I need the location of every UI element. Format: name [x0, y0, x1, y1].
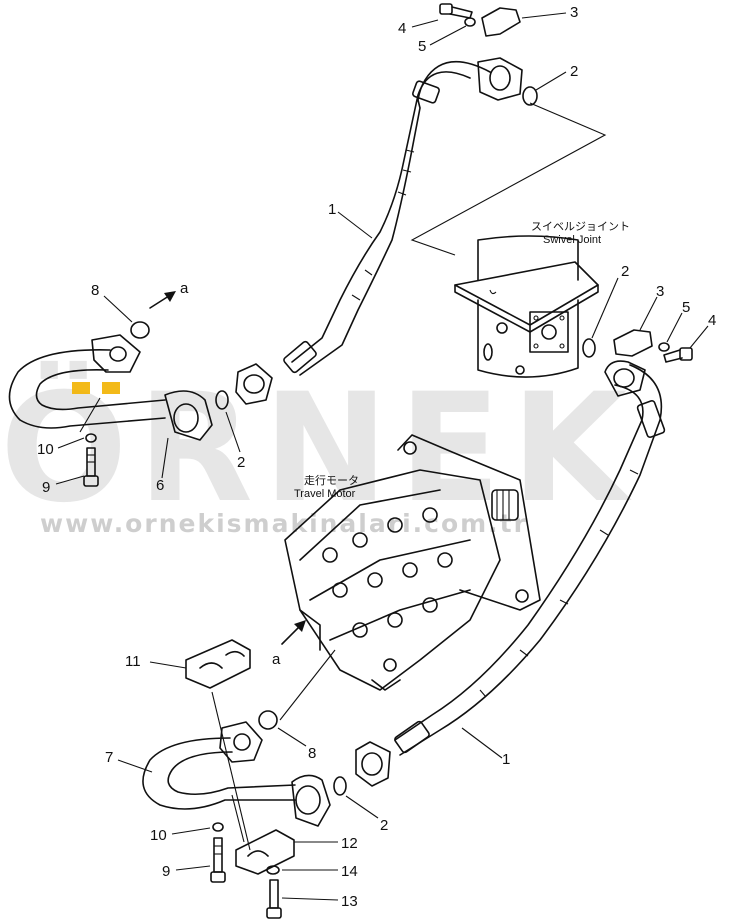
bolt-9-top	[83, 447, 99, 487]
swivel-joint	[410, 102, 607, 378]
hose-upper	[235, 57, 523, 405]
callout-3-top: 3	[570, 4, 578, 21]
bolt-9-bottom	[210, 837, 226, 883]
callout-1-upper: 1	[328, 201, 336, 218]
arrow-a-mid	[281, 620, 306, 645]
clamp-upper-11	[185, 639, 251, 689]
callout-13: 13	[341, 893, 358, 910]
callout-4-top: 4	[398, 20, 406, 37]
callout-1-lower: 1	[502, 751, 510, 768]
half-flange-3-right	[613, 329, 653, 357]
washer-5-top	[464, 17, 476, 27]
elbow-tube-lower	[142, 721, 331, 827]
callout-3-right: 3	[656, 283, 664, 300]
o-ring-2-top	[522, 86, 538, 106]
callout-5-right: 5	[682, 299, 690, 316]
washer-10-bottom	[212, 822, 224, 832]
hose-lower	[355, 360, 666, 787]
arrow-a-top-label: a	[180, 280, 189, 297]
watermark-url: www.ornekismakinalari.com.tr	[40, 509, 528, 538]
callout-2-mid: 2	[237, 454, 245, 471]
o-ring-2-bottom	[333, 776, 347, 796]
travel-motor	[284, 434, 541, 691]
swivel-joint-label-jp: スイベルジョイント	[531, 221, 630, 233]
callout-10-bottom: 10	[150, 827, 167, 844]
travel-motor-label-jp: 走行モータ	[304, 474, 359, 487]
callout-7: 7	[105, 749, 113, 766]
callout-8-bottom: 8	[308, 745, 316, 762]
travel-motor-label-en: Travel Motor	[294, 488, 356, 500]
callout-8-top: 8	[91, 282, 99, 299]
half-flange-3-top	[481, 7, 521, 37]
clamp-lower-12	[235, 829, 295, 875]
o-ring-8-top	[130, 321, 150, 339]
callout-14: 14	[341, 863, 358, 880]
watermark-accent-mark	[102, 382, 120, 394]
callout-6: 6	[156, 477, 164, 494]
callout-9-top: 9	[42, 479, 50, 496]
callout-10-top: 10	[37, 441, 54, 458]
callout-4-right: 4	[708, 312, 716, 329]
bolt-4-top	[439, 3, 473, 19]
bolt-4-right	[663, 347, 693, 363]
o-ring-8-bottom	[258, 710, 278, 730]
washer-14	[266, 865, 280, 875]
callout-2-top: 2	[570, 63, 578, 80]
callout-9-bottom: 9	[162, 863, 170, 880]
washer-5-right	[658, 342, 670, 352]
o-ring-2-mid	[215, 390, 229, 410]
callout-2-right: 2	[621, 263, 629, 280]
leader-lines	[55, 12, 709, 901]
watermark: ÖRNEK www.ornekismakinalari.com.tr	[0, 360, 627, 538]
arrow-a-mid-label: a	[272, 651, 281, 668]
bolt-13	[266, 879, 282, 919]
elbow-tube-upper	[8, 334, 213, 441]
callout-2-bottom: 2	[380, 817, 388, 834]
washer-10-top	[85, 433, 97, 443]
watermark-accent-mark	[72, 382, 90, 394]
o-ring-2-right	[582, 338, 596, 358]
swivel-joint-label-en: Swivel Joint	[543, 234, 601, 246]
callout-5-top: 5	[418, 38, 426, 55]
arrow-a-top	[149, 291, 176, 309]
callout-12: 12	[341, 835, 358, 852]
callout-11: 11	[125, 653, 141, 670]
